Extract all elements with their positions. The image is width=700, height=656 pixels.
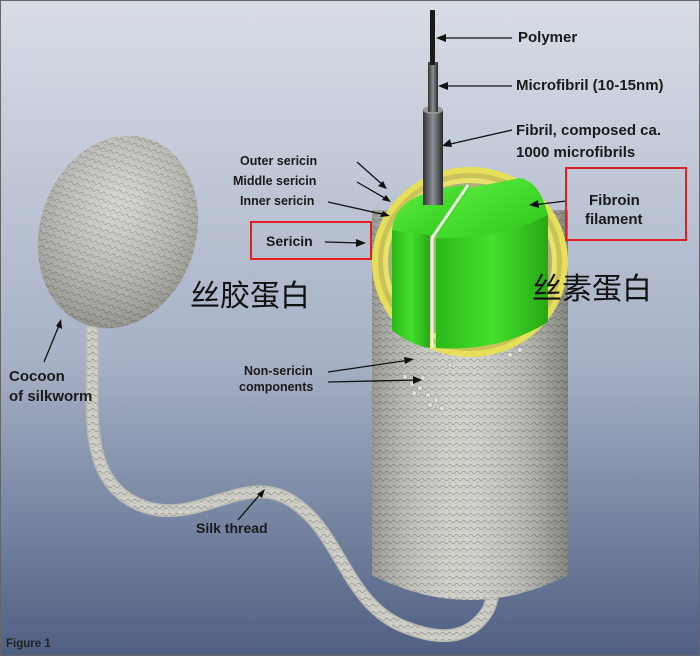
annotation-arrows	[43, 37, 567, 521]
fibroin-filaments	[392, 178, 548, 349]
label-middle-sericin: Middle sericin	[233, 174, 317, 188]
fibroin-highlight-box	[565, 167, 687, 241]
fibril-rod	[423, 10, 443, 205]
label-fibroin-chinese: 丝素蛋白	[532, 272, 652, 307]
label-inner-sericin: Inner sericin	[240, 194, 315, 208]
sericin-highlight-box	[250, 221, 372, 260]
label-outer-sericin: Outer sericin	[240, 154, 318, 168]
label-fibril-line1: Fibril, composed ca.	[516, 122, 662, 139]
label-non-sericin-line2: components	[239, 380, 314, 394]
non-sericin-dots	[402, 347, 523, 411]
fiber-cylinder	[372, 167, 568, 600]
label-sericin: Sericin	[266, 233, 313, 249]
cocoon	[37, 135, 199, 329]
label-fibril-line2: 1000 microfibrils	[516, 144, 636, 161]
label-polymer: Polymer	[518, 29, 578, 46]
label-non-sericin-line1: Non-sericin	[244, 364, 313, 378]
label-fibroin-line1: Fibroin	[589, 192, 640, 209]
label-cocoon-line2: of silkworm	[9, 388, 93, 405]
label-microfibril: Microfibril (10-15nm)	[516, 77, 664, 94]
arrow-heads	[56, 34, 539, 498]
label-sericin-chinese: 丝胶蛋白	[190, 279, 310, 314]
label-silk-thread: Silk thread	[196, 520, 268, 536]
figure-caption: Figure 1	[6, 638, 51, 650]
label-cocoon-line1: Cocoon	[9, 368, 65, 385]
label-fibroin-line2: filament	[585, 211, 643, 228]
